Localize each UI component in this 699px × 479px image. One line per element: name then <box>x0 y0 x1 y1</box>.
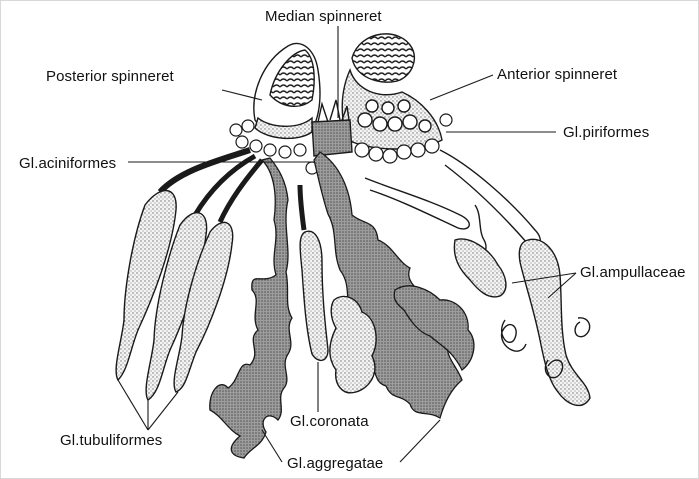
anterior-spinneret-shape <box>342 34 442 149</box>
posterior-spinneret-shape <box>254 43 320 138</box>
label-gl-tubuliformes: Gl.tubuliformes <box>60 432 162 449</box>
label-gl-ampullaceae: Gl.ampullaceae <box>580 264 686 281</box>
leader-aggregatae-1 <box>262 430 282 462</box>
label-gl-aggregatae: Gl.aggregatae <box>287 455 383 472</box>
label-median-spinneret: Median spinneret <box>265 8 382 25</box>
label-gl-coronata: Gl.coronata <box>290 413 369 430</box>
tubuliform-glands <box>116 150 262 400</box>
label-posterior-spinneret: Posterior spinneret <box>46 68 174 85</box>
leader-tubuliformes-3 <box>148 392 178 430</box>
leader-tubuliformes-1 <box>118 380 148 430</box>
label-gl-aciniformes: Gl.aciniformes <box>19 155 116 172</box>
label-gl-piriformes: Gl.piriformes <box>563 124 649 141</box>
label-anterior-spinneret: Anterior spinneret <box>497 66 617 83</box>
leader-anterior <box>430 75 493 100</box>
leader-aggregatae-2 <box>400 420 440 462</box>
